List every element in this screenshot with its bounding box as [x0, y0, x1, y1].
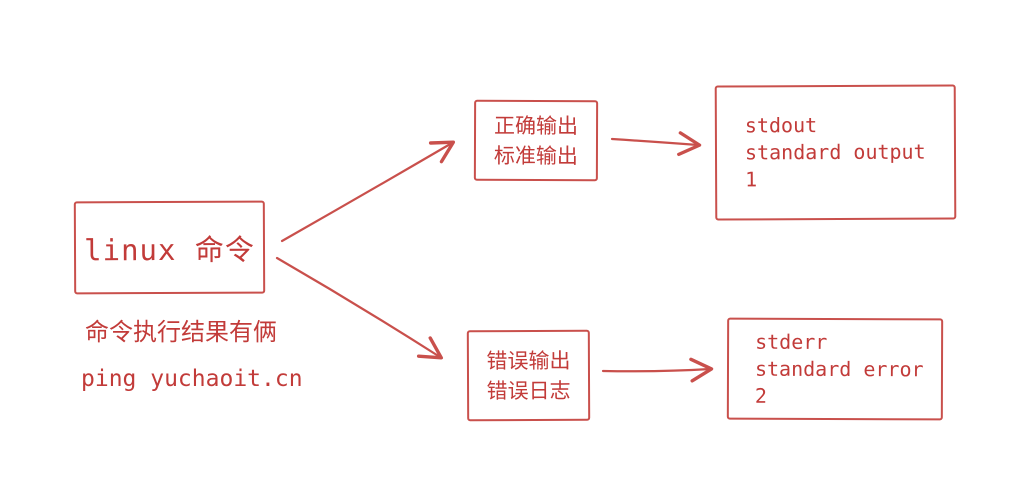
stdout-label-box: 正确输出 标准输出	[473, 99, 599, 182]
stdout-label-line2: 标准输出	[493, 143, 578, 168]
linux-command-box: linux 命令	[73, 200, 266, 295]
stderr-box: stderr standard error 2	[726, 317, 944, 421]
linux-command-label: linux 命令	[84, 232, 255, 267]
stderr-label-box: 错误输出 错误日志	[466, 329, 591, 422]
arrow-stdout-label-to-stdout-box	[610, 131, 702, 157]
stderr-label-line2: 错误日志	[486, 378, 571, 403]
stdout-box: stdout standard output 1	[714, 84, 957, 221]
stderr-box-line3: 2	[754, 383, 767, 408]
stderr-box-line2: standard error	[754, 356, 924, 381]
result-note-caption: 命令执行结果有俩	[85, 318, 277, 346]
arrow-source-to-stdout-label	[280, 140, 456, 243]
stderr-box-line1: stderr	[755, 329, 828, 354]
stdout-box-line3: 1	[745, 167, 758, 192]
example-command-caption: ping yuchaoit.cn	[81, 366, 303, 392]
stdout-label-line1: 正确输出	[494, 113, 579, 138]
stdout-box-line1: stdout	[744, 113, 818, 138]
arrow-source-to-stderr-label	[275, 256, 443, 360]
stdout-box-line2: standard output	[744, 139, 926, 165]
stderr-label-line1: 错误输出	[486, 348, 571, 373]
arrow-stderr-label-to-stderr-box	[601, 357, 714, 383]
